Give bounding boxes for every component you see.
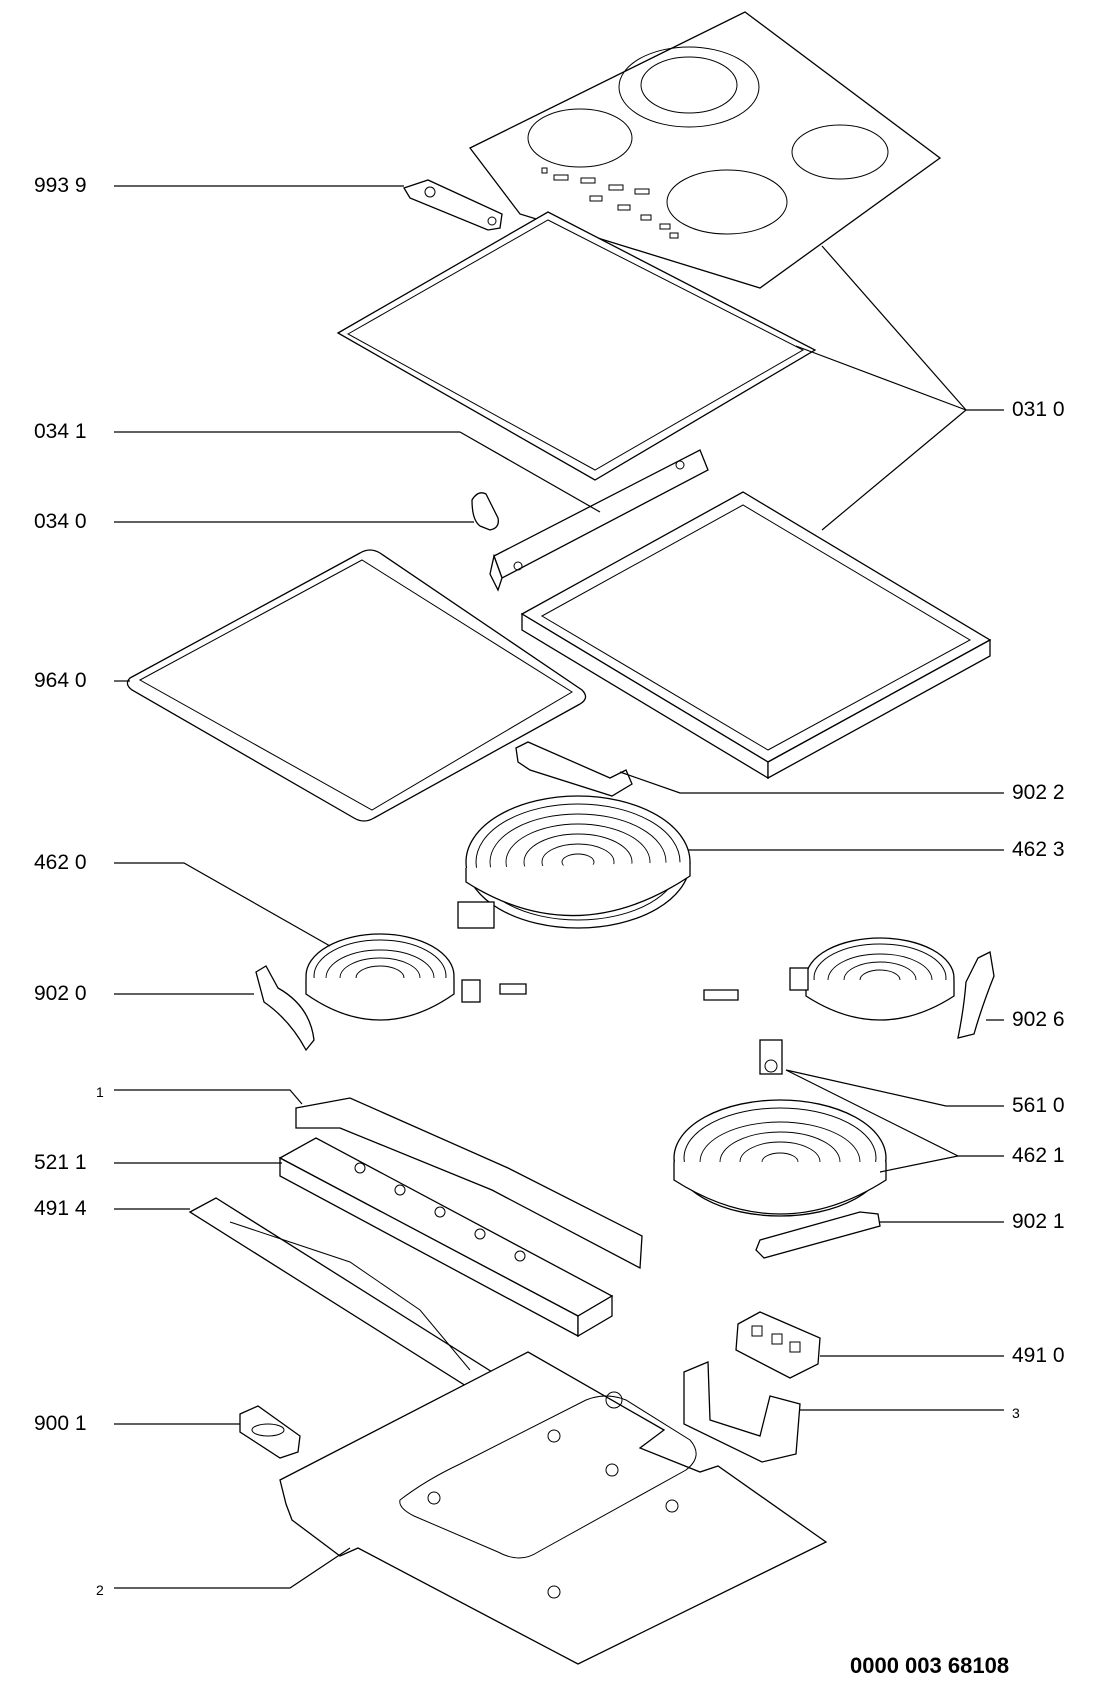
label-491-4: 491 4 (34, 1197, 87, 1220)
label-1: 1 (96, 1084, 104, 1100)
bracket-902-2 (515, 741, 633, 797)
label-902-0: 902 0 (34, 982, 87, 1005)
label-900-1: 900 1 (34, 1412, 87, 1435)
label-2: 2 (96, 1582, 104, 1598)
label-993-9: 993 9 (34, 174, 87, 197)
part-3-bracket (683, 1361, 801, 1463)
glass-cooktop (469, 11, 942, 289)
label-031-0: 031 0 (1012, 398, 1065, 421)
label-561-0: 561 0 (1012, 1094, 1065, 1117)
label-902-2: 902 2 (1012, 781, 1065, 804)
label-034-1: 034 1 (34, 420, 87, 443)
heating-element-462-1 (673, 1099, 887, 1217)
label-034-0: 034 0 (34, 510, 87, 533)
frame-gasket-034-1 (336, 211, 817, 481)
label-964-0: 964 0 (34, 669, 87, 692)
bracket-902-0 (255, 965, 315, 1052)
label-491-0: 491 0 (1012, 1344, 1065, 1367)
heating-element-right-small (703, 937, 955, 1021)
part-900-1 (239, 1405, 301, 1459)
label-462-3: 462 3 (1012, 838, 1065, 861)
bottom-pan-2 (279, 1351, 828, 1665)
part-1-cover (295, 1097, 643, 1270)
label-462-1: 462 1 (1012, 1144, 1065, 1167)
label-462-0: 462 0 (34, 851, 87, 874)
label-902-1: 902 1 (1012, 1210, 1065, 1233)
control-symbols (541, 167, 679, 239)
bracket-902-1 (755, 1211, 881, 1259)
heating-element-462-0 (305, 933, 527, 1021)
label-521-1: 521 1 (34, 1151, 87, 1174)
label-3: 3 (1012, 1405, 1020, 1421)
gasket-964-0 (126, 549, 587, 822)
control-module-521-1 (278, 1137, 614, 1338)
front-rail (489, 449, 709, 592)
terminal-block-491-0 (735, 1311, 821, 1379)
heating-element-462-3 (457, 795, 691, 929)
label-902-6: 902 6 (1012, 1008, 1065, 1031)
cooktop-frame (520, 491, 992, 780)
drawing-code: 0000 003 68108 (850, 1653, 1010, 1678)
clip-034-0 (471, 492, 499, 531)
leader-lines (114, 185, 1004, 1589)
bracket-902-6 (957, 951, 995, 1039)
bracket-993-9 (403, 179, 503, 231)
limiter-561-0 (759, 1039, 783, 1075)
